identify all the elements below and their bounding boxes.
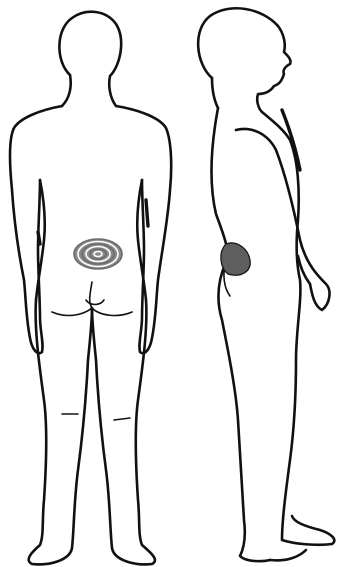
back-right-leg xyxy=(92,300,155,564)
side-arm xyxy=(236,129,329,310)
side-pain-area-marker xyxy=(221,243,250,275)
back-view-figure xyxy=(10,12,171,565)
back-right-elbow-accent xyxy=(146,200,148,226)
back-left-leg xyxy=(29,300,92,564)
side-view-figure xyxy=(198,8,334,561)
side-neck-back xyxy=(212,78,218,108)
side-rear-foot xyxy=(270,550,306,560)
back-pain-area-marker xyxy=(74,239,122,269)
side-arm-accent xyxy=(282,110,300,170)
back-neck-left xyxy=(62,75,71,106)
side-front-line xyxy=(262,112,334,545)
side-back-line xyxy=(212,108,270,561)
side-pain-area-fill xyxy=(221,243,250,275)
side-head-outline xyxy=(198,8,290,112)
back-right-arm xyxy=(116,106,171,353)
back-right-knee-crease xyxy=(114,418,130,420)
back-left-elbow-accent xyxy=(38,232,40,244)
back-gluteal-fold xyxy=(86,300,104,305)
